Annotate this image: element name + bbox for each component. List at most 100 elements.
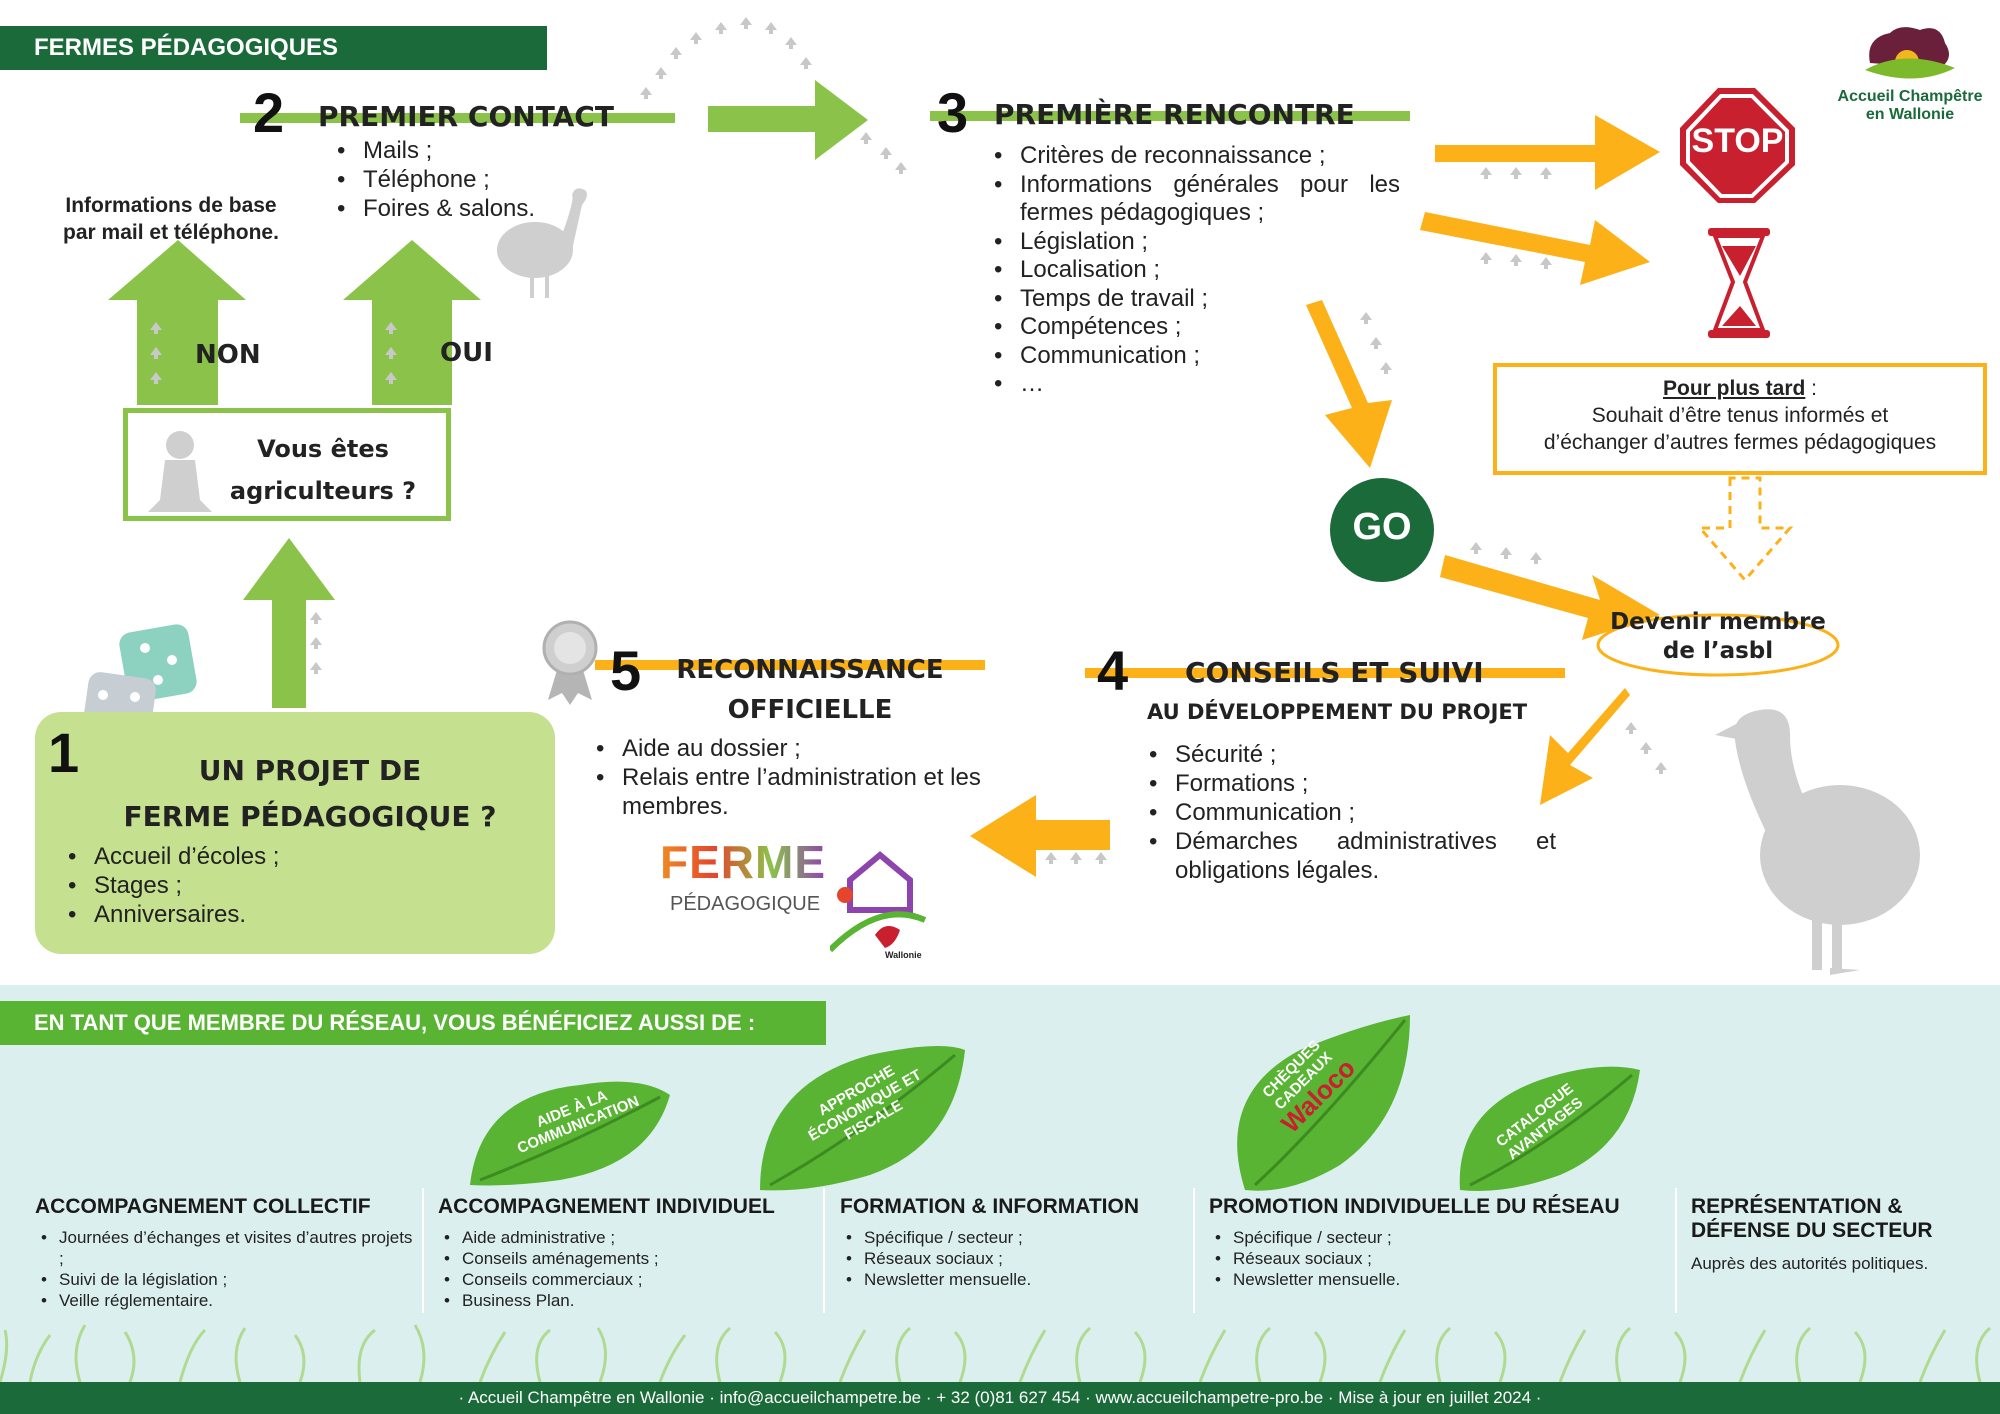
column-list: Spécifique / secteur ; Réseaux sociaux ;… [840, 1227, 1190, 1290]
list-item: Aide administrative ; [438, 1227, 818, 1248]
column-title-line1: REPRÉSENTATION & [1691, 1195, 1903, 1218]
list-item: Réseaux sociaux ; [840, 1248, 1190, 1269]
question-line1: Vous êtes [257, 435, 389, 463]
benefits-section [0, 985, 2000, 1414]
goose-small-icon [497, 188, 587, 298]
member-text: Devenir membre de l’asbl [1600, 608, 1836, 666]
list-item: Spécifique / secteur ; [840, 1227, 1190, 1248]
stop-sign-icon [1680, 88, 1795, 203]
step2-list: Mails ; Téléphone ; Foires & salons. [331, 136, 535, 223]
list-item: Localisation ; [988, 256, 1400, 285]
benefit-column: FORMATION & INFORMATION Spécifique / sec… [840, 1195, 1190, 1290]
logo-mark-icon [1865, 27, 1955, 79]
list-item: Conseils aménagements ; [438, 1248, 818, 1269]
list-item: Informations générales pour les fermes p… [988, 171, 1400, 228]
list-item: Communication ; [988, 342, 1400, 371]
list-item: Législation ; [988, 228, 1400, 257]
column-list: Journées d’échanges et visites d’autres … [35, 1227, 415, 1311]
grass-decoration [0, 1324, 1992, 1383]
column-list: Spécifique / secteur ; Réseaux sociaux ;… [1209, 1227, 1669, 1290]
later-title: Pour plus tard [1662, 377, 1806, 400]
ferme-logo-word: FERME [660, 836, 826, 888]
dashed-arrow-later [1696, 476, 1794, 583]
ferme-pedagogique-logo: FERME PÉDAGOGIQUE Wallonie [655, 835, 935, 965]
leaf-economic-icon [760, 1046, 965, 1191]
list-item: Conseils commerciaux ; [438, 1269, 818, 1290]
question-text: Vous êtes agriculteurs ? [218, 428, 428, 512]
question-box [123, 408, 451, 521]
step4-title: CONSEILS ET SUIVI [1185, 656, 1484, 689]
list-item: Démarches administratives et obligations… [1143, 827, 1556, 885]
later-line2: d’échanger d’autres fermes pédagogiques [1543, 431, 1937, 454]
list-item: Spécifique / secteur ; [1209, 1227, 1669, 1248]
later-box [1493, 363, 1987, 475]
step1-title: UN PROJET DE FERME PÉDAGOGIQUE ? [110, 748, 510, 840]
step5-list: Aide au dossier ; Relais entre l’adminis… [590, 734, 1000, 821]
column-list: Aide administrative ; Conseils aménageme… [438, 1227, 818, 1311]
step4-underline [1085, 668, 1565, 678]
step5-title-line1: RECONNAISSANCE [676, 655, 944, 685]
step3-underline [930, 111, 1410, 121]
benefit-column: PROMOTION INDIVIDUELLE DU RÉSEAU Spécifi… [1209, 1195, 1669, 1290]
arrow-step2-to-step3 [708, 80, 868, 160]
stop-label: STOP [1691, 122, 1784, 160]
column-title: FORMATION & INFORMATION [840, 1195, 1140, 1218]
step1-title-line1: UN PROJET DE [198, 754, 422, 787]
step3-number: 3 [937, 81, 969, 144]
answer-no: NON [195, 340, 261, 370]
column-title: ACCOMPAGNEMENT INDIVIDUEL [438, 1195, 775, 1218]
step1-number: 1 [48, 721, 80, 784]
info-base-text: Informations de base par mail et télépho… [30, 192, 312, 246]
leaf-communication-icon [470, 1081, 670, 1186]
medal-icon [542, 620, 598, 705]
step4-list: Sécurité ; Formations ; Communication ; … [1143, 740, 1556, 885]
list-item: Réseaux sociaux ; [1209, 1248, 1669, 1269]
member-line1: Devenir membre [1610, 609, 1826, 635]
column-title: ACCOMPAGNEMENT COLLECTIF [35, 1195, 371, 1218]
arrow-step1-up [243, 538, 335, 708]
arrow-non [108, 240, 246, 405]
question-line2: agriculteurs ? [229, 477, 417, 505]
footer-text: · Accueil Champêtre en Wallonie · info@a… [458, 1388, 1542, 1407]
ferme-logo-sub: PÉDAGOGIQUE [670, 893, 821, 915]
arrow-oui [343, 240, 481, 405]
step5-title-line2: OFFICIELLE [727, 695, 893, 725]
section-header: FERMES PÉDAGOGIQUES [0, 26, 547, 70]
list-item: Mails ; [331, 136, 535, 165]
list-item: … [988, 370, 1400, 399]
goose-large-icon [1715, 709, 1920, 975]
member-line2: de l’asbl [1662, 638, 1774, 664]
column-separator [1675, 1188, 1677, 1313]
footer: · Accueil Champêtre en Wallonie · info@a… [0, 1382, 2000, 1414]
arrow-member-to-step4 [1540, 688, 1630, 805]
arrow-to-stop [1435, 115, 1660, 190]
list-item: Relais entre l’administration et les mem… [590, 763, 1000, 821]
go-label: GO [1352, 506, 1412, 548]
logo-line-1: Accueil Champêtre [1837, 88, 1983, 105]
benefits-header: EN TANT QUE MEMBRE DU RÉSEAU, VOUS BÉNÉF… [0, 1001, 826, 1045]
column-separator [823, 1188, 825, 1313]
list-item: Sécurité ; [1143, 740, 1556, 769]
list-item: Formations ; [1143, 769, 1556, 798]
list-item: Stages ; [62, 871, 279, 900]
arrow-to-hourglass [1420, 212, 1650, 285]
list-item: Aide au dossier ; [590, 734, 1000, 763]
arrow-go-to-member [1440, 555, 1660, 640]
farm-house-icon [830, 851, 927, 953]
step5-title: RECONNAISSANCE OFFICIELLE [660, 650, 960, 730]
list-item: Communication ; [1143, 798, 1556, 827]
benefit-leaves [470, 1015, 1640, 1191]
info-base-line2: par mail et téléphone. [63, 221, 279, 244]
step1-list: Accueil d’écoles ; Stages ; Anniversaire… [62, 842, 279, 929]
column-separator [1193, 1188, 1195, 1313]
step5-underline [595, 660, 985, 670]
list-item: Business Plan. [438, 1290, 818, 1311]
step4-subtitle: AU DÉVELOPPEMENT DU PROJET [1147, 700, 1528, 724]
benefit-column: ACCOMPAGNEMENT INDIVIDUEL Aide administr… [438, 1195, 818, 1311]
list-item: Téléphone ; [331, 165, 535, 194]
later-colon: : [1805, 377, 1818, 400]
column-title: PROMOTION INDIVIDUELLE DU RÉSEAU [1209, 1195, 1620, 1218]
list-item: Critères de reconnaissance ; [988, 142, 1400, 171]
benefit-column: ACCOMPAGNEMENT COLLECTIF Journées d’écha… [35, 1195, 415, 1311]
ferme-logo-region: Wallonie [885, 950, 922, 960]
